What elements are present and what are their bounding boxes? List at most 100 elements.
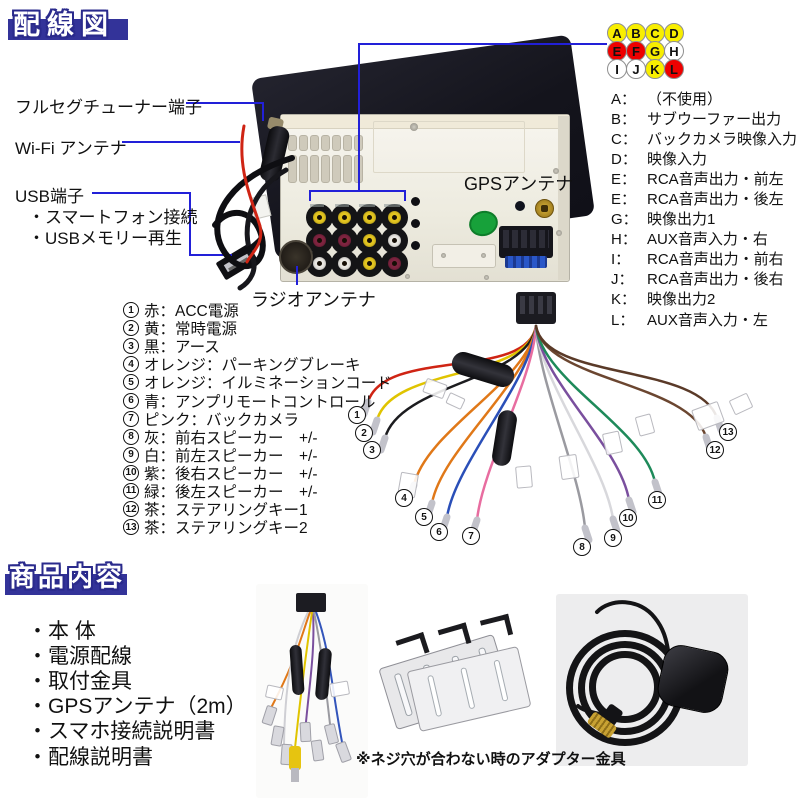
screw — [484, 275, 489, 280]
harness-number-9: 9 — [604, 529, 622, 547]
wire-desc: 紫：後右スピーカー +/- — [144, 465, 318, 483]
harness-number-8: 8 — [573, 538, 591, 556]
vent-slot — [354, 155, 363, 183]
harness-wire-10 — [534, 324, 631, 502]
wire-list-row: 4 オレンジ：パーキングブレーキ — [123, 355, 392, 375]
wire-desc: 茶：ステアリングキー2 — [144, 520, 308, 538]
wiring-title-banner — [8, 19, 128, 40]
wire-number-badge: 4 — [123, 356, 139, 373]
contents-list: ・本 体・電源配線・取付金具・GPSアンテナ（2m）・スマホ接続説明書・配線説明… — [27, 617, 247, 769]
wire-number-badge: 13 — [123, 519, 139, 536]
panel-hole — [411, 219, 420, 228]
usb-connector — [215, 243, 259, 281]
legend-desc: AUX音声入力・右 — [647, 231, 768, 249]
wire-desc: 黒：アース — [144, 339, 220, 357]
rca-plug-tip — [291, 768, 299, 782]
harness-number-7: 7 — [462, 527, 480, 545]
legend-letter: G： — [611, 211, 638, 229]
radio-antenna-label: ラジオアンテナ — [251, 290, 376, 310]
harness-number-5: 5 — [415, 508, 433, 526]
wire-number-badge: 10 — [123, 464, 139, 481]
wire-desc: オレンジ：パーキングブレーキ — [144, 357, 361, 375]
legend-letter: J： — [611, 271, 634, 289]
port-circle-E: E — [607, 41, 627, 61]
contents-item: ・電源配線 — [27, 644, 132, 668]
fullseg-tuner-label: フルセグチューナー端子 — [15, 98, 202, 117]
harness-number-13: 13 — [719, 423, 737, 441]
panel-hole — [515, 201, 525, 211]
wire-desc: ピンク：バックカメラ — [144, 411, 300, 429]
legend-desc: RCA音声出力・前左 — [647, 170, 784, 188]
usb-tongue — [228, 257, 249, 272]
wire-number-badge: 6 — [123, 392, 139, 409]
port-legend-row: K：映像出力2 — [611, 289, 797, 309]
vent-slot — [299, 155, 308, 183]
contents-item: ・スマホ接続説明書 — [27, 720, 216, 744]
legend-letter: E： — [611, 191, 637, 209]
legend-letter: I： — [611, 251, 631, 269]
rca-jack — [330, 203, 358, 231]
rca-jack — [330, 249, 358, 277]
yellow-rca-plug — [289, 746, 301, 770]
wire-desc: 緑：後左スピーカー +/- — [144, 483, 318, 501]
radio-antenna-socket — [279, 240, 313, 274]
socket-pins — [503, 230, 549, 248]
port-legend-row: C：バックカメラ映像入力 — [611, 128, 797, 148]
screw — [410, 123, 418, 131]
wire-clip — [422, 377, 448, 400]
vent-slot — [354, 135, 363, 151]
harness-wires — [360, 324, 725, 544]
harness-wire-11 — [534, 324, 657, 484]
wire-desc: オレンジ：イルミネーションコード — [144, 375, 392, 393]
port-legend-row: B：サブウーファー出力 — [611, 108, 797, 128]
usb-slot — [223, 251, 251, 273]
wire-list-row: 12 茶：ステアリングキー1 — [123, 500, 392, 520]
wire-list-row: 13 茶：ステアリングキー2 — [123, 518, 392, 538]
vent-slot — [299, 135, 308, 151]
harness-wire-8 — [534, 324, 587, 530]
fuse-tube — [449, 349, 517, 390]
legend-letter: E： — [611, 170, 637, 188]
wire-desc: 黄：常時電源 — [144, 321, 238, 339]
vent-slot — [310, 135, 319, 151]
vent-slot — [332, 135, 341, 151]
port-circle-H: H — [664, 41, 684, 61]
sma-center — [541, 205, 548, 212]
contents-item: ・配線説明書 — [27, 745, 153, 769]
wire-number-badge: 8 — [123, 428, 139, 445]
legend-letter: B： — [611, 110, 637, 128]
wire-desc: 灰：前右スピーカー +/- — [144, 429, 318, 447]
bracket-angle — [479, 613, 514, 642]
wire-list-row: 8 灰：前右スピーカー +/- — [123, 428, 392, 447]
wire-number-badge: 12 — [123, 501, 139, 518]
port-legend-row: H： AUX音声入力・右 — [611, 229, 797, 249]
port-legend-row: L：AUX音声入力・左 — [611, 309, 797, 329]
harness-number-4: 4 — [395, 489, 413, 507]
wire-desc: 茶：ステアリングキー1 — [144, 502, 308, 520]
blue-connector — [505, 256, 547, 268]
rca-jack — [330, 226, 358, 254]
legend-letter: D： — [611, 150, 637, 168]
jack-caption — [359, 204, 375, 207]
wire-number-badge: 3 — [123, 338, 139, 355]
wifi-antenna-label: Wi-Fi アンテナ — [15, 139, 127, 158]
wire-number-badge: 1 — [123, 302, 139, 319]
wire-number-badge: 9 — [123, 446, 139, 463]
blank-plate — [432, 244, 496, 268]
port-circle-D: D — [664, 23, 684, 43]
terminal — [299, 721, 312, 743]
wire-desc: 青：アンプリモートコントロール — [144, 393, 376, 411]
legend-letter: H： — [611, 231, 637, 249]
port-legend-row: G：映像出力1 — [611, 209, 797, 229]
legend-desc: RCA音声出力・後左 — [647, 191, 784, 209]
contents-section-title: 商品内容 — [9, 562, 126, 592]
harness-number-2: 2 — [355, 424, 373, 442]
gps-cable-coil — [589, 651, 661, 723]
rca-jack — [380, 249, 408, 277]
